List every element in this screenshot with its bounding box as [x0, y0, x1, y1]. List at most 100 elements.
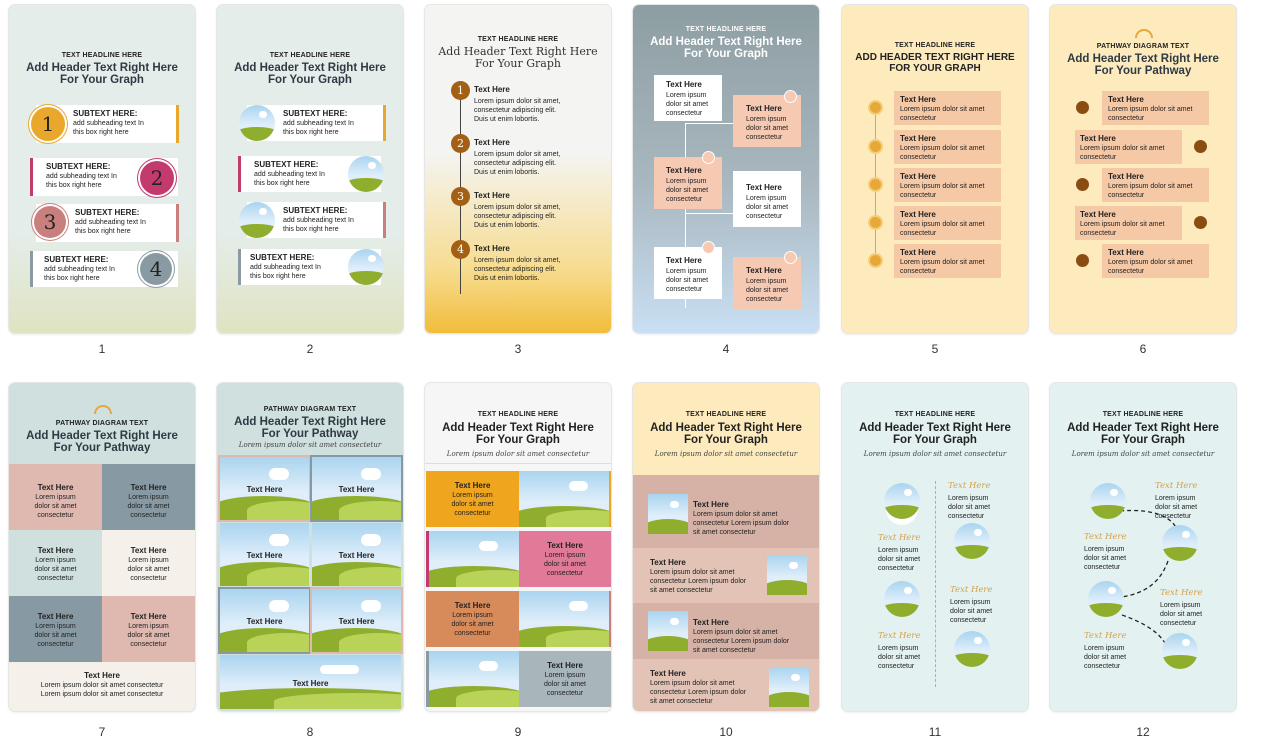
tile-body: Lorem ipsum: [128, 623, 169, 630]
template-card-6[interactable]: PATHWAY DIAGRAM TEXT Add Header Text Rig…: [1050, 5, 1236, 333]
connector-line: [685, 123, 735, 124]
row-body: Lorem ipsum dolor sit amet: [650, 680, 735, 687]
tile-body: consectetur: [130, 641, 167, 648]
divider: [425, 463, 611, 464]
grid-tile: [9, 530, 102, 596]
item-title: Text Here: [1160, 588, 1203, 598]
tile-body: dolor sit amet: [34, 503, 77, 510]
color-tile: [519, 531, 611, 587]
landscape-image: [954, 631, 990, 667]
step-body: consectetur: [900, 268, 937, 275]
landscape-image: [767, 555, 807, 595]
tile-body: consectetur: [546, 570, 584, 577]
item-body: Lorem ipsum: [1155, 495, 1196, 502]
tile-body: Lorem ipsum: [452, 492, 493, 499]
template-card-1[interactable]: TEXT HEADLINE HERE Add Header Text Right…: [9, 5, 195, 333]
grid-tile: [9, 596, 102, 662]
step-title: Text Here: [474, 191, 510, 200]
pathway-caps: PATHWAY DIAGRAM TEXT: [55, 420, 149, 427]
landscape-image: [312, 589, 401, 652]
item-body: Lorem ipsum: [878, 547, 919, 554]
header-sub: For Your Graph: [893, 434, 977, 446]
grid-tile: [102, 596, 195, 662]
landscape-image: [954, 523, 990, 559]
tile-title: Text Here: [246, 617, 283, 626]
color-tile: [426, 471, 519, 527]
header-text: Add Header Text Right Here: [26, 62, 178, 74]
tile-title: Text Here: [37, 612, 74, 621]
step-dot: [1076, 178, 1089, 191]
numeral-circle: 4: [140, 253, 172, 285]
subtext-title: SUBTEXT HERE:: [283, 109, 348, 118]
tile-body: consectetur: [37, 575, 74, 582]
tile-body: Lorem ipsum: [35, 494, 76, 501]
landscape-image: [1088, 581, 1124, 617]
landscape-image: [1162, 525, 1198, 561]
step-box: [894, 130, 1001, 164]
step-title: Text Here: [1080, 134, 1116, 143]
step-number: 4: [451, 240, 470, 259]
grid-tile: [9, 464, 102, 530]
header-sub: For Your Graph: [476, 434, 560, 446]
template-card-12[interactable]: TEXT HEADLINE HERE Add Header Text Right…: [1050, 383, 1236, 711]
item-body: consectetur: [1084, 663, 1121, 670]
item-body: dolor sit amet: [950, 608, 993, 615]
row-body: sit amet consectetur: [693, 529, 756, 536]
pathway-caps: PATHWAY DIAGRAM TEXT: [263, 406, 357, 413]
step-body: Lorem ipsum dolor sit amet,: [474, 257, 561, 264]
step-number: 3: [451, 187, 470, 206]
step-body: Lorem ipsum dolor sit amet: [1108, 106, 1193, 113]
tile-title: Text Here: [454, 481, 491, 490]
row-body: sit amet consectetur: [693, 647, 756, 654]
box-body: consectetur: [746, 296, 783, 303]
item-body: Lorem ipsum: [878, 645, 919, 652]
box-title: Text Here: [666, 80, 702, 89]
tile-title: Text Here: [130, 612, 167, 621]
box-body: consectetur: [746, 213, 783, 220]
step-box: [1075, 130, 1182, 164]
step-body: consectetur adipiscing elit.: [474, 107, 557, 114]
tile-title: Text Here: [246, 551, 283, 560]
tile-body: Lorem ipsum: [128, 557, 169, 564]
globe-icon: [784, 90, 797, 103]
template-card-10[interactable]: TEXT HEADLINE HERE Add Header Text Right…: [633, 383, 819, 711]
org-box: [733, 95, 801, 147]
step-body: Lorem ipsum dolor sit amet: [1108, 183, 1193, 190]
landscape-image: [239, 105, 275, 141]
step-body: Lorem ipsum dolor sit amet: [900, 259, 985, 266]
org-box: [733, 171, 801, 227]
row-body: consectetur Lorem ipsum dolor: [693, 638, 790, 645]
step-body: Lorem ipsum dolor sit amet: [1080, 221, 1165, 228]
template-card-7[interactable]: PATHWAY DIAGRAM TEXT Add Header Text Rig…: [9, 383, 195, 711]
item-body: consectetur: [878, 565, 915, 572]
template-card-2[interactable]: TEXT HEADLINE HERE Add Header Text Right…: [217, 5, 403, 333]
template-card-8[interactable]: PATHWAY DIAGRAM TEXT Add Header Text Rig…: [217, 383, 403, 711]
landscape-image: [312, 523, 401, 586]
tile-body: Lorem ipsum: [452, 612, 493, 619]
tile-body: Lorem ipsum: [544, 672, 586, 679]
subtext-body: this box right here: [73, 129, 129, 136]
header-sub: For Your Graph: [684, 48, 768, 60]
template-card-9[interactable]: TEXT HEADLINE HERE Add Header Text Right…: [425, 383, 611, 711]
step-title: Text Here: [900, 95, 936, 104]
step-body: Lorem ipsum dolor sit amet: [900, 221, 985, 228]
row-body: Lorem ipsum dolor sit amet: [650, 569, 735, 576]
item-body: dolor sit amet: [878, 654, 921, 661]
subtext-body: this box right here: [44, 275, 100, 282]
template-card-5[interactable]: TEXT HEADLINE HERE ADD HEADER TEXT RIGHT…: [842, 5, 1028, 333]
step-dot: [1076, 101, 1089, 114]
row-title: Text Here: [693, 500, 729, 509]
tile-body: consectetur: [546, 690, 584, 697]
step-body: Lorem ipsum dolor sit amet: [1108, 259, 1193, 266]
header-sub: For Your Graph: [475, 57, 561, 70]
template-card-3[interactable]: TEXT HEADLINE HERE Add Header Text Right…: [425, 5, 611, 333]
item-body: consectetur: [1160, 620, 1197, 627]
landscape-image: [884, 581, 920, 617]
step-body: Lorem ipsum dolor sit amet,: [474, 98, 561, 105]
template-card-4[interactable]: TEXT HEADLINE HERE Add Header Text Right…: [633, 5, 819, 333]
tile-title: Text Here: [37, 483, 74, 492]
header-text: Add Header Text Right Here: [26, 430, 178, 442]
step-box: [894, 244, 1001, 278]
headline-caps: TEXT HEADLINE HERE: [894, 411, 976, 418]
template-card-11[interactable]: TEXT HEADLINE HERE Add Header Text Right…: [842, 383, 1028, 711]
